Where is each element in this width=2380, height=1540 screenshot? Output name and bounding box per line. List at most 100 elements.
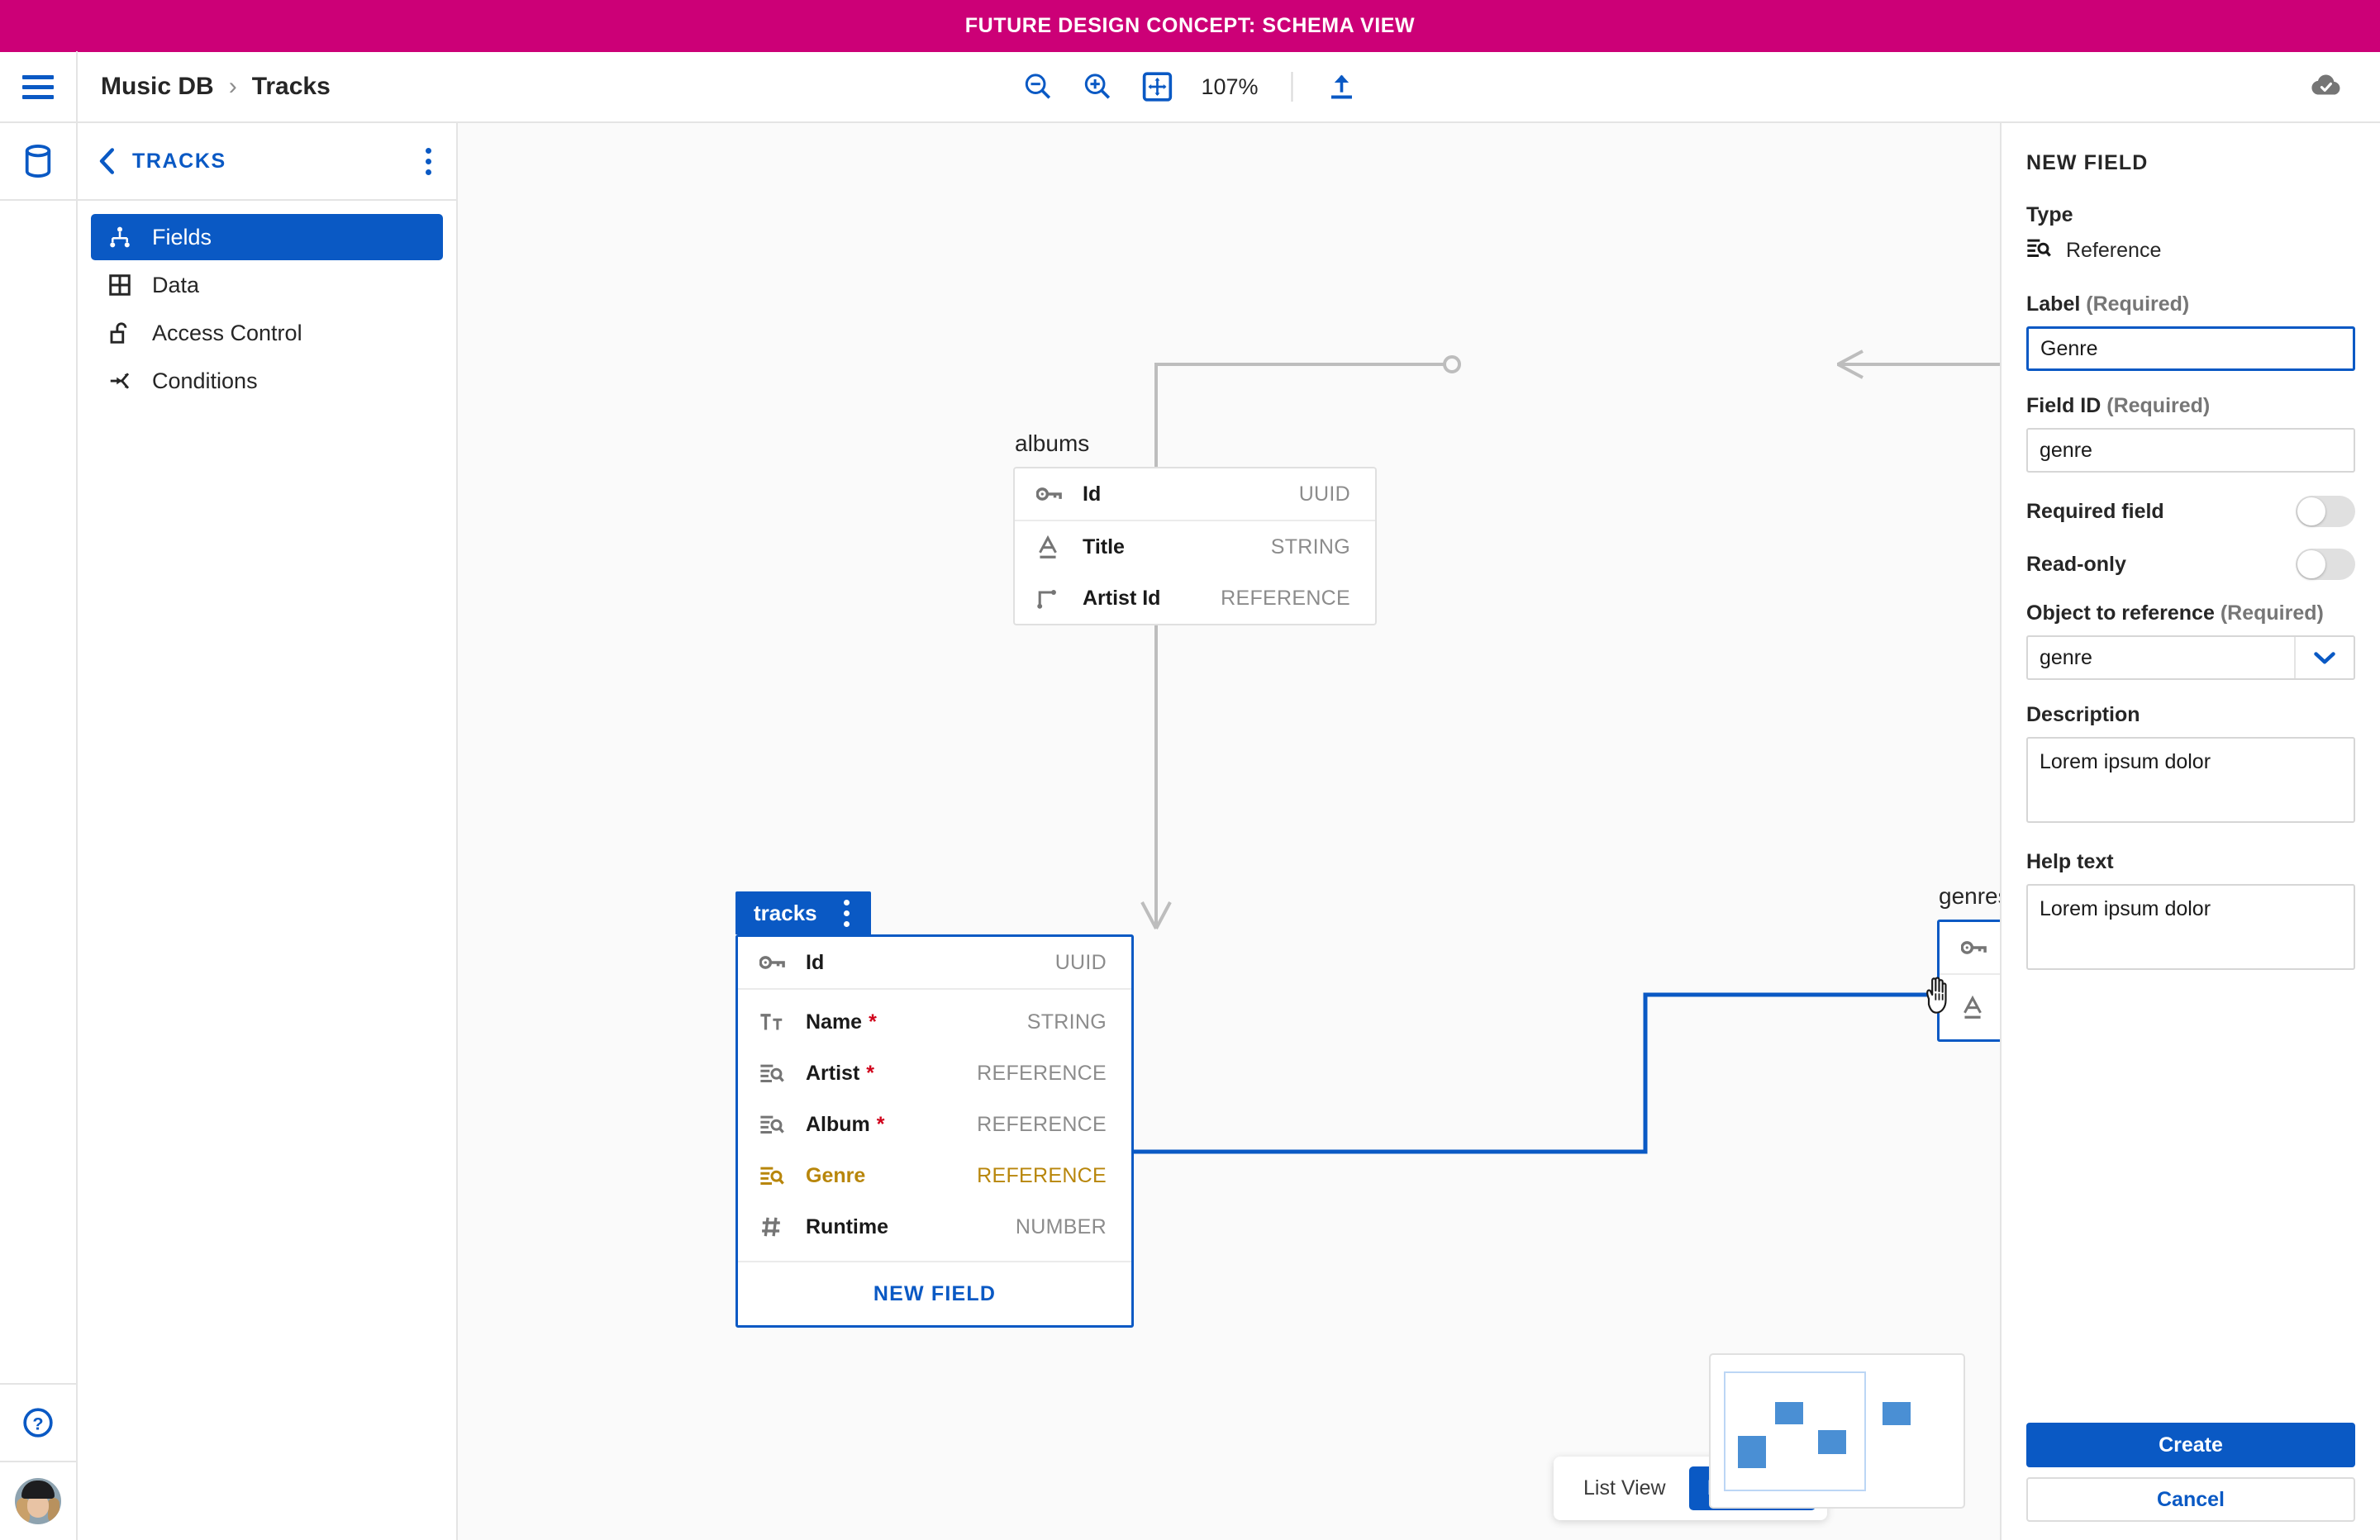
- zoom-in-icon: [1084, 74, 1111, 99]
- field-name: Genre: [806, 1163, 866, 1187]
- text-icon: [1036, 535, 1066, 559]
- table-card-albums[interactable]: albums Id UUID: [1013, 430, 1377, 625]
- sidebar-item-label: Data: [152, 272, 200, 297]
- table-card-tracks[interactable]: tracks Id UUID: [735, 891, 1134, 1328]
- object-reference-value: genre: [2040, 645, 2092, 669]
- row-divider: [1940, 973, 2000, 975]
- field-row[interactable]: Runtime NUMBER: [738, 1201, 1131, 1252]
- field-name: Runtime: [806, 1214, 888, 1238]
- sidebar-item-access-control[interactable]: Access Control: [91, 310, 443, 356]
- table-header-bar[interactable]: tracks: [735, 891, 871, 934]
- sidebar-item-label: Conditions: [152, 368, 258, 393]
- cancel-button[interactable]: Cancel: [2026, 1477, 2355, 1522]
- new-field-form: NEW FIELD Type Reference Label (Required…: [2002, 123, 2380, 1423]
- zoom-in-button[interactable]: [1078, 68, 1116, 106]
- readonly-toggle-row: Read-only: [2026, 549, 2355, 580]
- field-type: UUID: [1298, 482, 1350, 506]
- minimap-viewport[interactable]: [1724, 1371, 1866, 1491]
- create-button[interactable]: Create: [2026, 1423, 2355, 1467]
- grid-icon: [106, 271, 134, 299]
- database-button[interactable]: [0, 123, 76, 201]
- table-card-genres[interactable]: genres Id UUID: [1937, 883, 2000, 1042]
- description-textarea[interactable]: [2026, 737, 2355, 823]
- table-title: genres: [1939, 883, 2000, 909]
- cloud-saved-icon: [2311, 74, 2340, 95]
- field-id-input[interactable]: [2026, 428, 2355, 473]
- minimap-node: [1883, 1402, 1911, 1425]
- field-name: Artist: [806, 1061, 860, 1085]
- field-name: Name: [806, 1010, 863, 1034]
- field-row[interactable]: Artist * REFERENCE: [738, 1048, 1131, 1099]
- breadcrumb-leaf[interactable]: Tracks: [251, 73, 331, 100]
- relationship-connectors: [931, 349, 2000, 1161]
- help-button[interactable]: ?: [0, 1383, 76, 1461]
- field-name: Title: [1083, 535, 1125, 558]
- field-row[interactable]: Id UUID: [1015, 468, 1375, 520]
- table-fields-box: Id UUID Title STRING: [1013, 467, 1377, 625]
- field-name: Id: [806, 950, 825, 974]
- sidebar-item-data[interactable]: Data: [91, 262, 443, 308]
- readonly-toggle[interactable]: [2296, 549, 2355, 580]
- readonly-label: Read-only: [2026, 552, 2126, 576]
- required-field-toggle[interactable]: [2296, 496, 2355, 527]
- field-row[interactable]: Name STRING: [1940, 982, 2000, 1033]
- sidebar-item-fields[interactable]: Fields: [91, 214, 443, 260]
- field-type: REFERENCE: [977, 1061, 1107, 1085]
- minimap[interactable]: [1709, 1353, 1965, 1509]
- required-marker: *: [866, 1061, 875, 1085]
- new-field-button[interactable]: NEW FIELD: [873, 1281, 997, 1305]
- table-more-button[interactable]: [839, 895, 854, 932]
- entity-nav-list: Fields Data: [78, 201, 456, 404]
- field-id-label: Field ID (Required): [2026, 394, 2355, 418]
- reference-icon: [759, 1062, 789, 1084]
- object-reference-label: Object to reference (Required): [2026, 601, 2355, 625]
- key-icon: [759, 953, 789, 972]
- field-row[interactable]: Id UUID: [738, 937, 1131, 988]
- schema-canvas[interactable]: albums Id UUID: [458, 123, 2000, 1540]
- row-divider: [1015, 520, 1375, 521]
- field-row[interactable]: Artist Id REFERENCE: [1015, 573, 1375, 624]
- svg-text:?: ?: [32, 1413, 43, 1433]
- chevron-down-icon[interactable]: [2294, 637, 2354, 678]
- toolbar-divider: [1291, 72, 1293, 102]
- required-marker: *: [876, 1112, 885, 1136]
- required-field-label: Required field: [2026, 499, 2164, 523]
- reference-icon: [759, 1165, 789, 1186]
- fit-to-screen-icon: [1142, 72, 1173, 102]
- branch-icon: [106, 367, 134, 395]
- row-divider: [738, 1261, 1131, 1262]
- required-suffix: (Required): [2086, 292, 2190, 316]
- concept-banner: FUTURE DESIGN CONCEPT: SCHEMA VIEW: [0, 0, 2380, 52]
- zoom-out-icon: [1025, 74, 1051, 99]
- icon-rail: ?: [0, 123, 78, 1540]
- minimap-node: [1775, 1402, 1803, 1424]
- help-text-textarea[interactable]: [2026, 884, 2355, 970]
- user-avatar-button[interactable]: [0, 1461, 76, 1540]
- label-input[interactable]: [2026, 326, 2355, 371]
- field-name: Id: [1083, 482, 1102, 506]
- object-reference-select[interactable]: genre: [2026, 635, 2355, 680]
- sidebar-item-conditions[interactable]: Conditions: [91, 358, 443, 404]
- field-row-genre[interactable]: Genre REFERENCE: [738, 1150, 1131, 1201]
- table-fields-box: Id UUID Name STRING: [1937, 920, 2000, 1042]
- field-row[interactable]: Title STRING: [1015, 521, 1375, 573]
- description-label: Description: [2026, 703, 2140, 726]
- entity-more-button[interactable]: [421, 143, 436, 180]
- back-button[interactable]: [96, 147, 117, 175]
- zoom-out-button[interactable]: [1019, 68, 1057, 106]
- field-name: Artist Id: [1083, 586, 1161, 610]
- entity-sidebar: TRACKS Fields: [78, 123, 458, 1540]
- required-marker: *: [869, 1010, 877, 1034]
- cloud-save-status[interactable]: [2309, 71, 2344, 103]
- required-suffix: (Required): [2106, 394, 2211, 417]
- field-row[interactable]: Name * STRING: [738, 996, 1131, 1048]
- field-row[interactable]: Album * REFERENCE: [738, 1099, 1131, 1150]
- field-row[interactable]: Id UUID: [1940, 922, 2000, 973]
- menu-button[interactable]: [0, 51, 78, 122]
- upload-button[interactable]: [1323, 68, 1361, 106]
- breadcrumb-root[interactable]: Music DB: [101, 73, 214, 100]
- required-field-toggle-row: Required field: [2026, 496, 2355, 527]
- text-format-icon: [759, 1011, 789, 1033]
- list-view-button[interactable]: List View: [1583, 1476, 1666, 1500]
- fit-to-screen-button[interactable]: [1138, 68, 1176, 106]
